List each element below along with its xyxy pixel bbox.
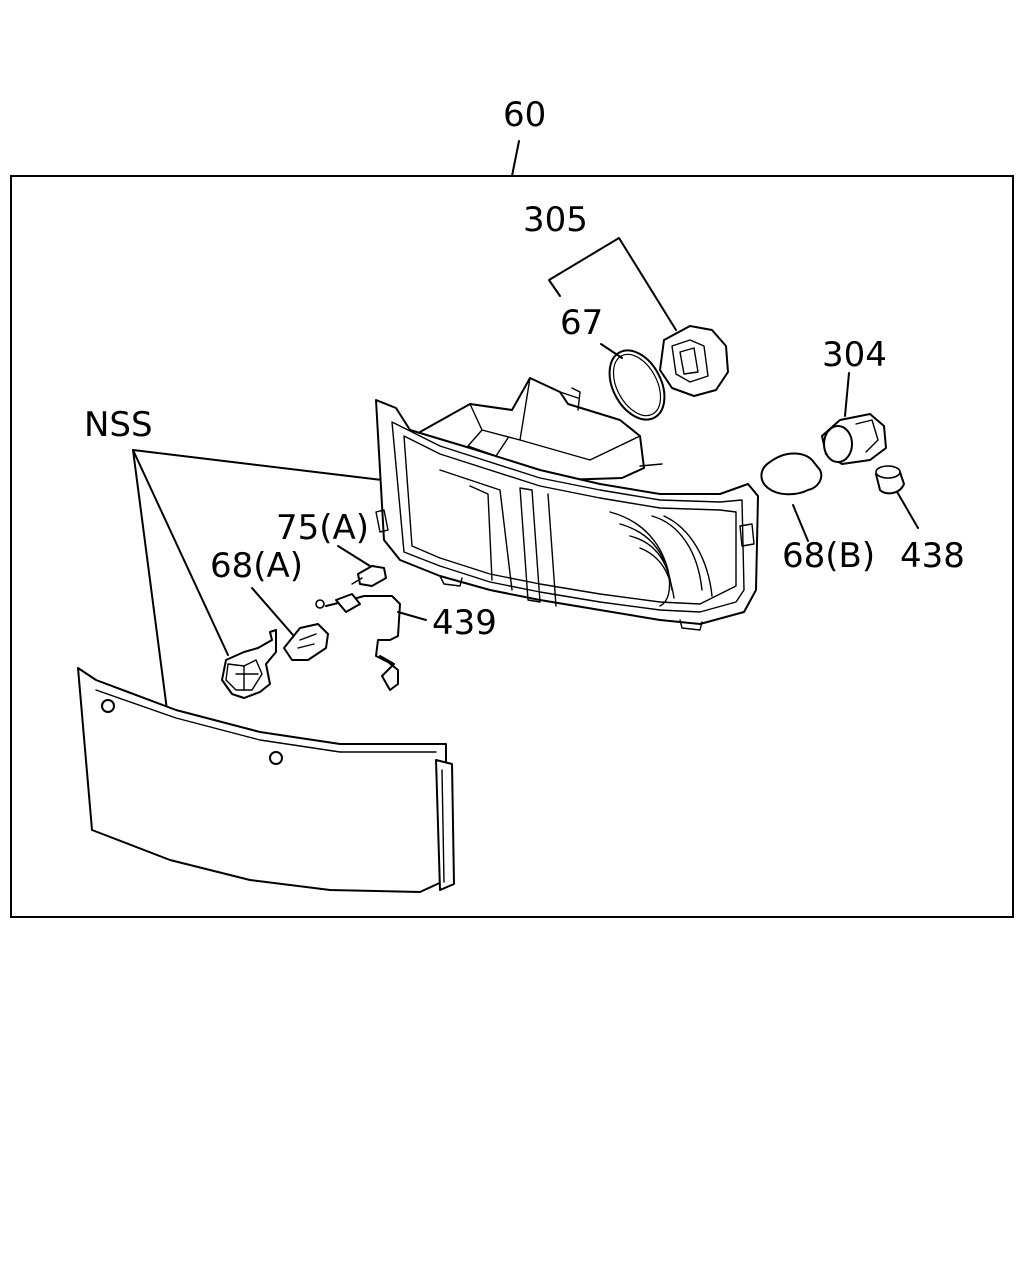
callout-305: 305 bbox=[523, 200, 588, 240]
callout-67: 67 bbox=[560, 303, 603, 343]
headlamp-housing bbox=[375, 377, 759, 631]
leader-lines bbox=[132, 140, 919, 711]
callout-75a: 75(A) bbox=[276, 508, 369, 548]
callout-60: 60 bbox=[503, 95, 546, 135]
callout-438: 438 bbox=[900, 536, 965, 576]
callout-68a: 68(A) bbox=[210, 546, 303, 586]
socket-304 bbox=[821, 413, 887, 465]
bulb-68b bbox=[760, 452, 823, 496]
socket-305 bbox=[659, 325, 729, 397]
callout-304: 304 bbox=[822, 335, 887, 375]
lens-cover-panel bbox=[77, 667, 455, 893]
callout-nss: NSS bbox=[84, 405, 153, 445]
harness-439 bbox=[315, 593, 401, 691]
side-marker-lamp-nss bbox=[221, 629, 277, 699]
cap-438 bbox=[875, 465, 905, 495]
bulb-68a bbox=[283, 623, 329, 661]
o-ring-67-inner bbox=[612, 353, 662, 417]
callout-68b: 68(B) bbox=[782, 536, 875, 576]
o-ring-67 bbox=[608, 349, 666, 421]
clip-75a bbox=[351, 565, 387, 587]
callout-439: 439 bbox=[432, 603, 497, 643]
